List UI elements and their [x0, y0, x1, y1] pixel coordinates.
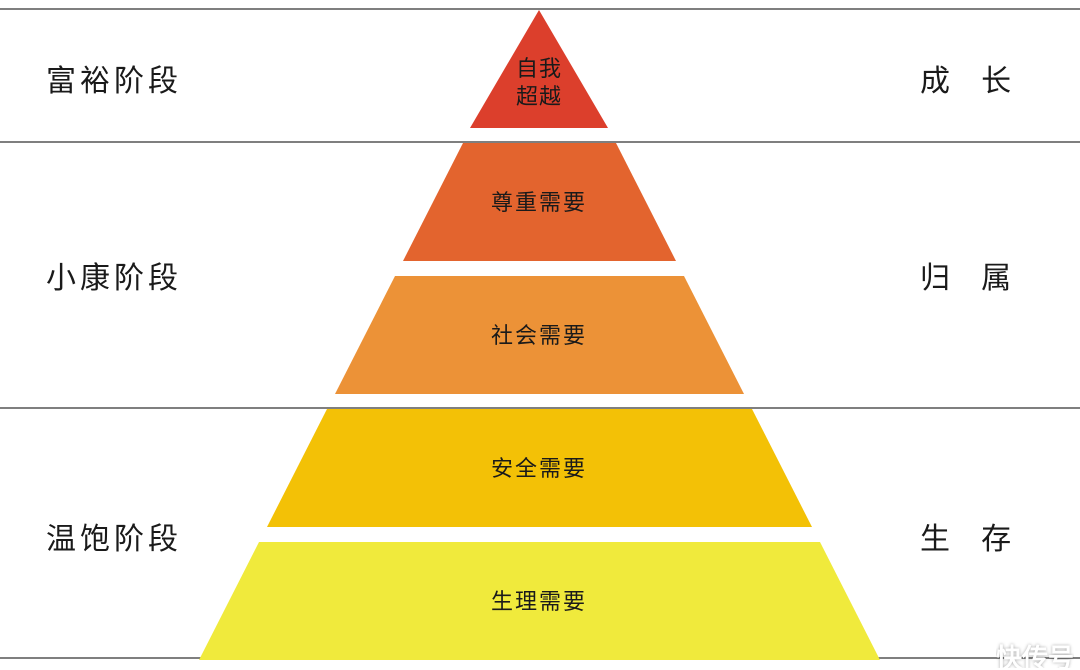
pyramid-level-safety: [267, 409, 812, 527]
stage-label-comfortable: 小康阶段: [46, 261, 182, 296]
pyramid-level-physiological: [199, 542, 880, 660]
level-label: 尊重需要: [491, 191, 587, 216]
level-label: 自我超越: [516, 57, 562, 110]
stage-label-wealthy: 富裕阶段: [46, 64, 182, 99]
pyramid-level-social: [335, 276, 744, 394]
side-label-survival: 生 存: [920, 522, 1016, 557]
level-label: 生理需要: [491, 590, 587, 615]
level-label: 安全需要: [491, 457, 587, 482]
side-label-growth: 成 长: [920, 64, 1016, 99]
stage-label-subsistence: 温饱阶段: [46, 522, 182, 557]
pyramid-level-self-transcendence: [470, 10, 608, 128]
pyramid-level-esteem: [403, 143, 676, 261]
side-label-belonging: 归 属: [920, 261, 1016, 296]
level-label: 社会需要: [491, 324, 587, 349]
watermark: 快传号: [995, 644, 1074, 668]
